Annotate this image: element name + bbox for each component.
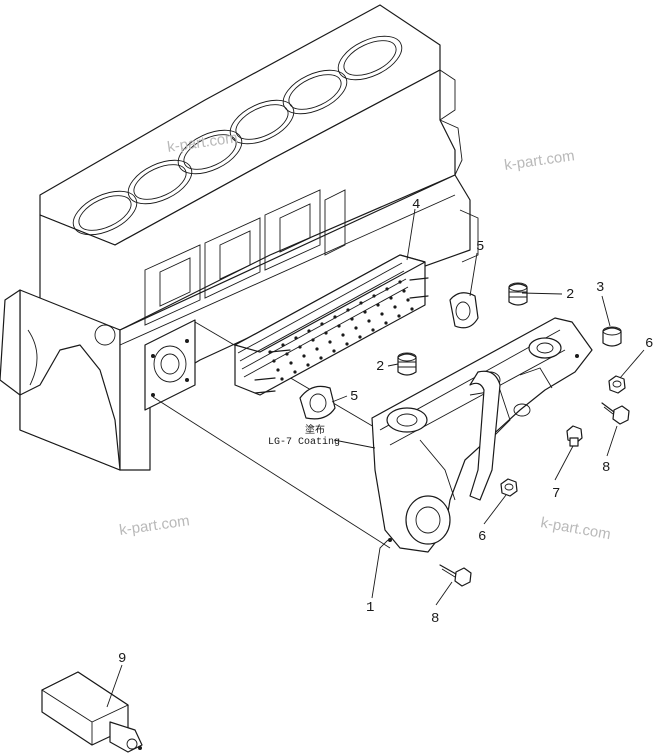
cooler-perforation [410, 307, 414, 311]
cooler-perforation [385, 287, 389, 291]
cooler-perforation [398, 280, 402, 284]
cooler-perforation [397, 314, 401, 318]
leader-lines [106, 208, 645, 708]
cooler-perforation [333, 315, 337, 319]
callout-2-lower: 2 [376, 359, 384, 375]
cooler-perforation [280, 377, 284, 381]
coating-note-text: LG-7 Coating [268, 436, 340, 448]
nut-lower [500, 478, 518, 497]
plug-upper [508, 282, 528, 306]
drain-plug [566, 425, 583, 447]
callout-3: 3 [596, 280, 604, 296]
plug-3 [602, 326, 622, 347]
cooler-perforation [332, 349, 336, 353]
cooler-perforation [350, 317, 354, 321]
cooler-perforation [406, 298, 410, 302]
callout-5-upper: 5 [476, 239, 484, 255]
cooler-perforation [372, 294, 376, 298]
callout-6-right: 6 [645, 336, 653, 352]
cooler-perforation [294, 336, 298, 340]
cooler-perforation [363, 310, 367, 314]
bolt-right [601, 402, 630, 425]
coating-note-kanji: 塗布 [305, 423, 325, 437]
cooler-perforation [302, 354, 306, 358]
cooler-perforation [371, 328, 375, 332]
cooler-perforation [376, 303, 380, 307]
cooler-perforation [402, 289, 406, 293]
cooler-perforation [346, 308, 350, 312]
callout-8-lower: 8 [431, 611, 439, 627]
cooler-perforation [307, 329, 311, 333]
nut-right [608, 375, 626, 394]
cooler-perforation [281, 343, 285, 347]
cooler-perforation [345, 342, 349, 346]
cooler-perforation [320, 322, 324, 326]
cooler-perforation [272, 359, 276, 363]
gasket-upper [449, 292, 479, 329]
watermark-4: k-part.com [539, 514, 612, 543]
cooler-perforation [285, 352, 289, 356]
cooler-perforation [324, 331, 328, 335]
cooler-perforation [315, 347, 319, 351]
plug-lower [397, 352, 417, 376]
cooler-perforation [311, 338, 315, 342]
gasket-lower [299, 385, 336, 420]
cooler-perforation [319, 356, 323, 360]
engine-block [0, 4, 479, 471]
callout-5-lower: 5 [350, 389, 358, 405]
cooler-perforation [359, 301, 363, 305]
cooler-perforation [289, 361, 293, 365]
oil-cooler-cover [371, 317, 593, 553]
cooler-perforation [337, 324, 341, 328]
watermark-2: k-part.com [503, 147, 576, 174]
coating-note: 塗布 LG-7 Coating [268, 423, 340, 448]
cooler-perforation [393, 305, 397, 309]
cooler-perforation [389, 296, 393, 300]
cooler-perforation [380, 312, 384, 316]
cooler-perforation [306, 363, 310, 367]
cooler-perforation [341, 333, 345, 337]
cooler-perforation [293, 370, 297, 374]
callout-2-upper: 2 [566, 287, 574, 303]
callout-7: 7 [552, 486, 560, 502]
callout-1: 1 [366, 600, 374, 616]
callout-8-right: 8 [602, 460, 610, 476]
watermark-3: k-part.com [118, 512, 191, 539]
part-9-assembly [41, 671, 143, 753]
oil-cooler-element [234, 254, 429, 396]
callout-6-lower: 6 [478, 529, 486, 545]
cooler-perforation [276, 368, 280, 372]
cooler-perforation [298, 345, 302, 349]
cooler-perforation [354, 326, 358, 330]
callout-labels: 1 2 2 3 4 5 5 6 6 7 8 8 9 [118, 197, 653, 667]
callout-4: 4 [412, 197, 420, 213]
callout-9: 9 [118, 651, 126, 667]
bolt-lower [439, 564, 472, 587]
cooler-perforation [384, 321, 388, 325]
cooler-perforation [367, 319, 371, 323]
cooler-perforation [328, 340, 332, 344]
cooler-perforation [358, 335, 362, 339]
